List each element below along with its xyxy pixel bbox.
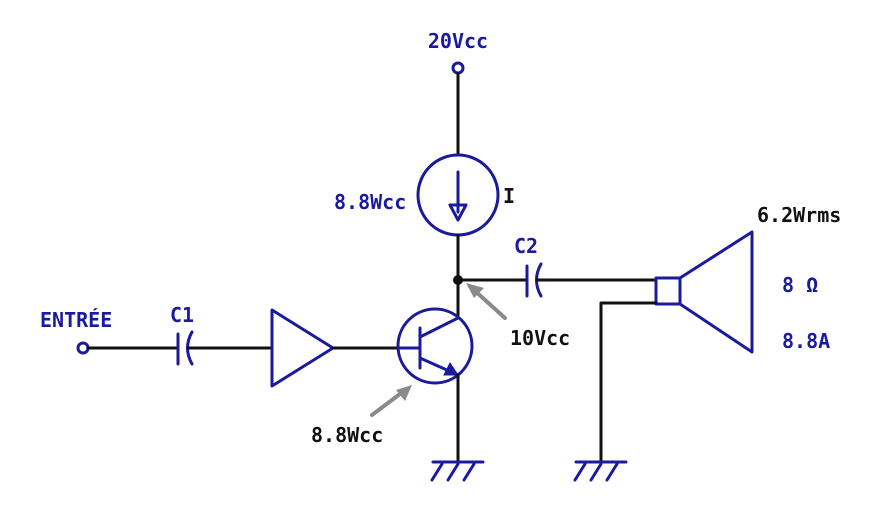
current-source bbox=[416, 153, 500, 237]
ground-symbol-speaker bbox=[573, 460, 628, 482]
c2-label: C2 bbox=[514, 234, 538, 258]
pointer-arrow-collector bbox=[466, 283, 507, 320]
speaker-ground-wire bbox=[599, 301, 658, 464]
output-power-label: 6.2Wrms bbox=[757, 203, 841, 227]
c1-label: C1 bbox=[170, 303, 194, 327]
ground-symbol-transistor bbox=[430, 460, 485, 482]
transistor bbox=[396, 307, 474, 385]
speaker-current-label: 8.8A bbox=[782, 329, 830, 353]
amplifier-triangle bbox=[270, 308, 335, 388]
speaker-impedance-label: 8 Ω bbox=[782, 273, 818, 297]
collector-voltage-label: 10Vcc bbox=[510, 326, 570, 350]
source-power-label: 8.8Wcc bbox=[334, 190, 406, 214]
transistor-power-label: 8.8Wcc bbox=[311, 423, 383, 447]
input-label: ENTRÉE bbox=[40, 308, 112, 332]
speaker bbox=[654, 230, 754, 354]
source-current-label: I bbox=[503, 184, 515, 208]
supply-voltage-label: 20Vcc bbox=[428, 29, 488, 53]
pointer-arrow-transistor bbox=[370, 385, 412, 417]
